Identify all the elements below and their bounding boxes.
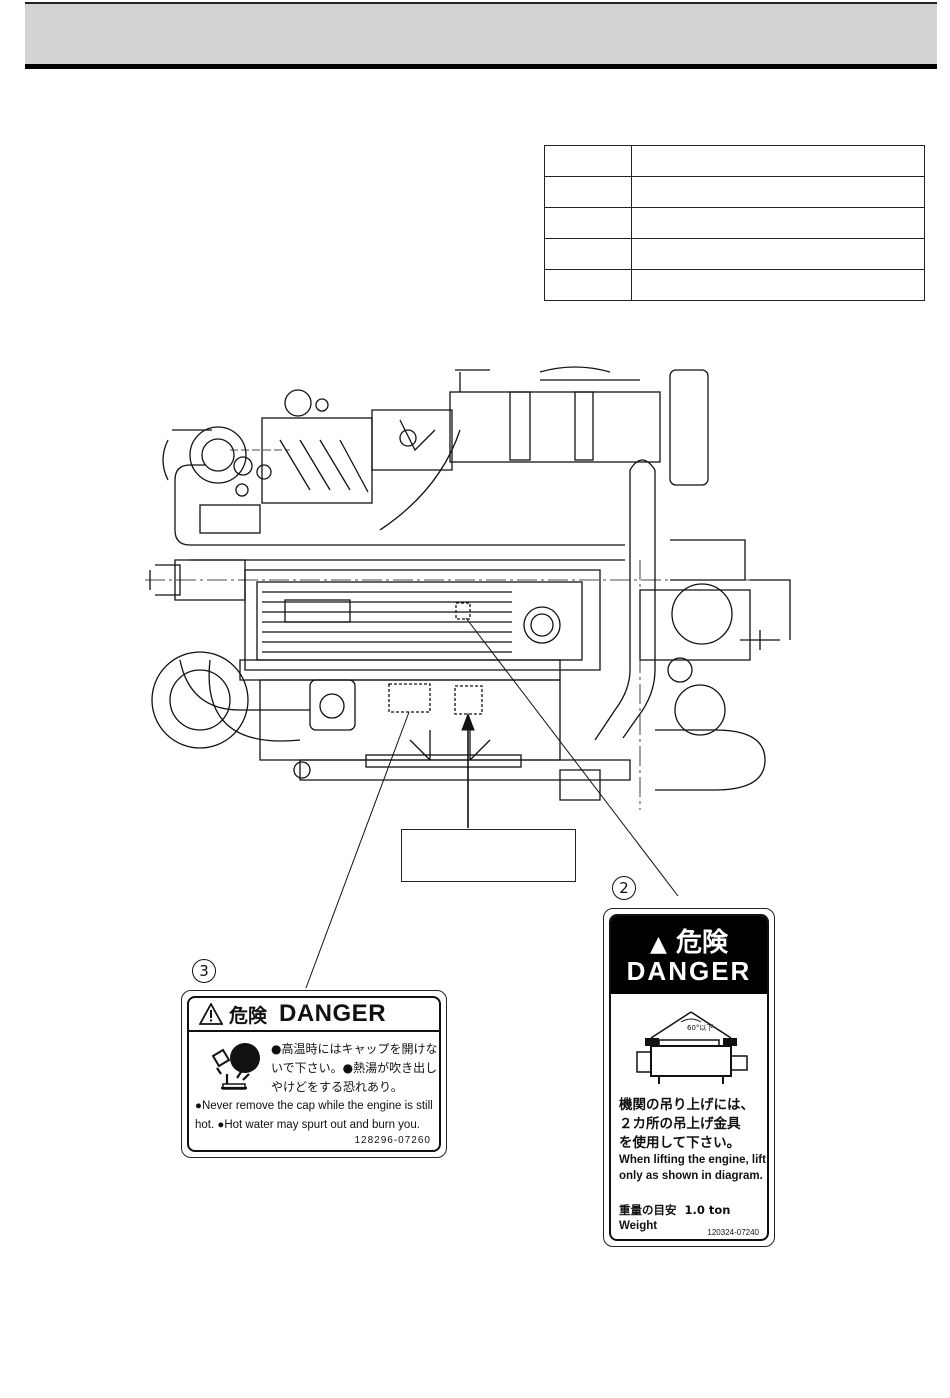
label-3-number: 3 (192, 959, 216, 983)
spec-row (544, 145, 925, 177)
label-3-title-en: DANGER (279, 1000, 387, 1027)
danger-label-3: 危険 DANGER ●高温時にはキャップを開けないで下さい。●熱湯が吹き出しやけ… (181, 990, 447, 1158)
label-location-3 (388, 683, 431, 713)
leader-line-3 (305, 711, 410, 989)
warning-triangle-icon: ▲ (650, 932, 667, 957)
label-2-text-en: When lifting the engine, lift only as sh… (619, 1154, 766, 1182)
label-2-title-en: DANGER (626, 956, 752, 986)
label-location-1 (454, 685, 483, 715)
label-3-title-jp: 危険 (229, 1004, 268, 1027)
header-rule (25, 64, 937, 69)
fuel-pump-block (261, 417, 373, 504)
spec-row (544, 269, 925, 301)
angle-note: 60°以下 (687, 1024, 713, 1032)
label-3-header: 危険 DANGER (189, 998, 439, 1032)
label-2-header: ▲ 危険 DANGER (611, 916, 767, 994)
danger-label-2: ▲ 危険 DANGER 60°以下 機関の吊り上げには、 ２カ所の吊上げ金具 を… (603, 908, 775, 1247)
spec-table (544, 145, 925, 301)
label-2-weight-value: 1.0 ton (684, 1203, 731, 1217)
label-3-part-code: 128296-07260 (354, 1135, 431, 1146)
label-2-text-jp-line: を使用して下さい。 (619, 1135, 741, 1151)
air-intake-housing (449, 391, 661, 463)
label-2-text-jp-line: 機関の吊り上げには、 (619, 1097, 754, 1113)
crankcase (259, 679, 561, 761)
label-2-title-jp: 危険 (675, 928, 728, 958)
hot-cap-hand-icon (211, 1043, 260, 1090)
label-2-text-jp-line: ２カ所の吊上げ金具 (619, 1116, 741, 1132)
label-3-text-jp: ●高温時にはキャップを開けないで下さい。●熱湯が吹き出しやけどをする恐れあり。 (271, 1042, 438, 1094)
leader-line-2 (465, 617, 679, 897)
label-3-text-en: ●Never remove the cap while the engine i… (195, 1100, 433, 1131)
warning-triangle-icon (199, 1003, 223, 1025)
label-2-part-code: 120324-07240 (707, 1228, 759, 1237)
label-2-number: 2 (612, 876, 636, 900)
label-2-weight-jp: 重量の目安 (619, 1203, 677, 1217)
label-2-weight-en: Weight (619, 1220, 658, 1232)
header-bar (25, 2, 937, 66)
rocker-cover (244, 569, 601, 671)
lifting-diagram-icon: 60°以下 (636, 1011, 748, 1084)
callout-box (401, 829, 576, 882)
